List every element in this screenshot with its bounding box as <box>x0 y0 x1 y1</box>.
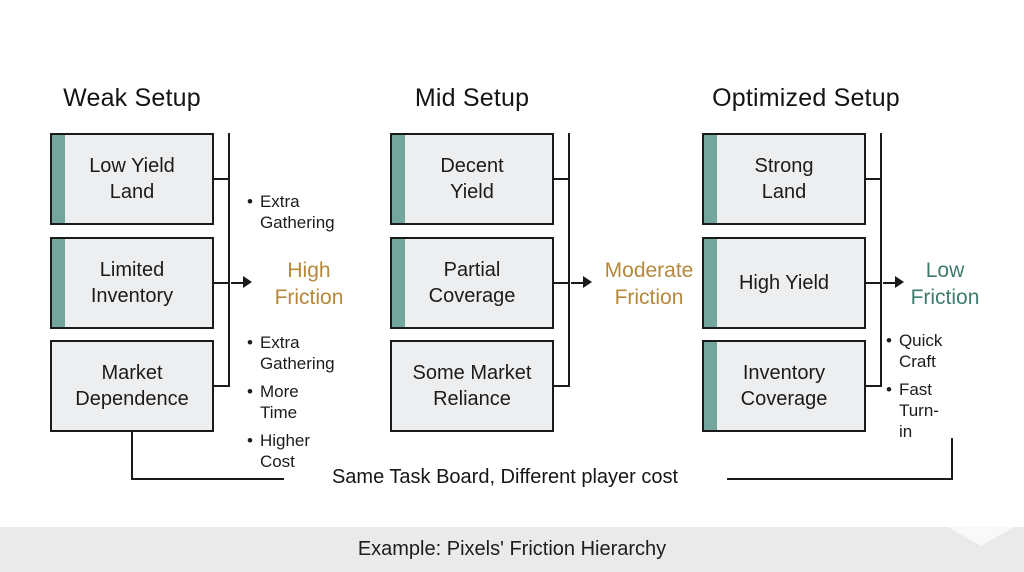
accent-bar <box>704 135 717 223</box>
caption-label: Example: Pixels' Friction Hierarchy <box>357 538 667 560</box>
factor-box-strong-land: Strong Land <box>702 133 866 225</box>
factor-box-label: Low Yield Land <box>89 155 175 203</box>
bullet-item: • Fast Turn-in <box>886 379 942 442</box>
friction-label-high: High Friction <box>274 259 344 309</box>
bullet-item: • Higher Cost <box>247 430 335 472</box>
bullet-text: Extra Gathering <box>259 333 335 373</box>
factor-box-partial-coverage: Partial Coverage <box>390 237 554 329</box>
bullet-list-bottom: • Quick Craft • Fast Turn-in <box>886 330 942 449</box>
column-optimized-setup: Optimized Setup Strong Land High Yield I… <box>702 0 979 572</box>
bullet-item: • Quick Craft <box>886 330 942 372</box>
arrow-shaft <box>231 282 244 284</box>
bullet-dot: • <box>886 331 892 350</box>
footer-connector-line-right <box>727 478 953 480</box>
factor-box-label: Market Dependence <box>75 362 189 410</box>
bullet-list-top: • Extra Gathering <box>247 191 335 240</box>
factor-box-some-market-reliance: Some Market Reliance <box>390 340 554 432</box>
bullet-text: More Time <box>259 382 299 422</box>
connector-stub <box>553 385 570 387</box>
setup-title: Weak Setup <box>63 84 201 112</box>
factor-box-label: High Yield <box>738 272 830 294</box>
accent-bar <box>392 135 405 223</box>
factor-box-limited-inventory: Limited Inventory <box>50 237 214 329</box>
factor-box-high-yield: High Yield <box>702 237 866 329</box>
bullet-list-bottom: • Extra Gathering • More Time • Higher C… <box>247 332 335 479</box>
factor-box-market-dependence: Market Dependence <box>50 340 214 432</box>
bracket-line <box>568 133 570 387</box>
bullet-item: • Extra Gathering <box>247 191 335 233</box>
accent-bar <box>392 239 405 327</box>
bullet-dot: • <box>247 382 253 401</box>
factor-box-label: Some Market Reliance <box>412 362 532 410</box>
right-arrow-icon <box>883 271 905 295</box>
factor-box-label: Inventory Coverage <box>740 362 828 410</box>
column-mid-setup: Mid Setup Decent Yield Partial Coverage … <box>390 0 693 572</box>
bracket-line <box>880 133 882 387</box>
bullet-item: • Extra Gathering <box>247 332 335 374</box>
bullet-dot: • <box>886 380 892 399</box>
bullet-dot: • <box>247 431 253 450</box>
factor-box-label: Limited Inventory <box>90 259 174 307</box>
connector-stub <box>553 282 570 284</box>
connector-stub <box>865 385 882 387</box>
arrow-head <box>243 276 252 288</box>
connector-stub <box>213 178 230 180</box>
friction-label-moderate: Moderate Friction <box>604 259 694 309</box>
arrow-shaft <box>571 282 584 284</box>
connector-stub <box>553 178 570 180</box>
footer-connector-line-left-vertical <box>131 431 133 480</box>
bullet-text: Extra Gathering <box>259 192 335 232</box>
footer-label: Same Task Board, Different player cost <box>331 466 679 488</box>
arrow-head <box>583 276 592 288</box>
bracket-line <box>228 133 230 387</box>
connector-stub <box>865 178 882 180</box>
setup-title: Mid Setup <box>414 84 530 112</box>
accent-bar <box>52 239 65 327</box>
arrow-shaft <box>883 282 896 284</box>
connector-stub <box>213 385 230 387</box>
friction-label-low: Low Friction <box>910 259 980 309</box>
bullet-dot: • <box>247 192 253 211</box>
connector-stub <box>213 282 230 284</box>
bullet-item: • More Time <box>247 381 335 423</box>
factor-box-label: Decent Yield <box>440 155 504 203</box>
factor-box-low-yield-land: Low Yield Land <box>50 133 214 225</box>
right-arrow-icon <box>231 271 253 295</box>
column-weak-setup: Weak Setup Low Yield Land Limited Invent… <box>50 0 343 572</box>
connector-stub <box>865 282 882 284</box>
bullet-text: Higher Cost <box>259 431 311 471</box>
bullet-text: Quick Craft <box>898 331 943 371</box>
accent-bar <box>704 239 717 327</box>
factor-box-label: Partial Coverage <box>428 259 516 307</box>
bullet-text: Fast Turn-in <box>898 380 939 441</box>
footer-connector-line-left <box>131 478 284 480</box>
arrow-head <box>895 276 904 288</box>
factor-box-inventory-coverage: Inventory Coverage <box>702 340 866 432</box>
footer-connector-line-right-vertical <box>951 438 953 480</box>
right-arrow-icon <box>571 271 593 295</box>
factor-box-label: Strong Land <box>754 155 814 203</box>
factor-box-decent-yield: Decent Yield <box>390 133 554 225</box>
bullet-dot: • <box>247 333 253 352</box>
accent-bar <box>704 342 717 430</box>
chevron-down-icon <box>948 527 1014 546</box>
caption-bar: Example: Pixels' Friction Hierarchy <box>0 527 1024 572</box>
setup-title: Optimized Setup <box>712 84 900 112</box>
accent-bar <box>52 135 65 223</box>
